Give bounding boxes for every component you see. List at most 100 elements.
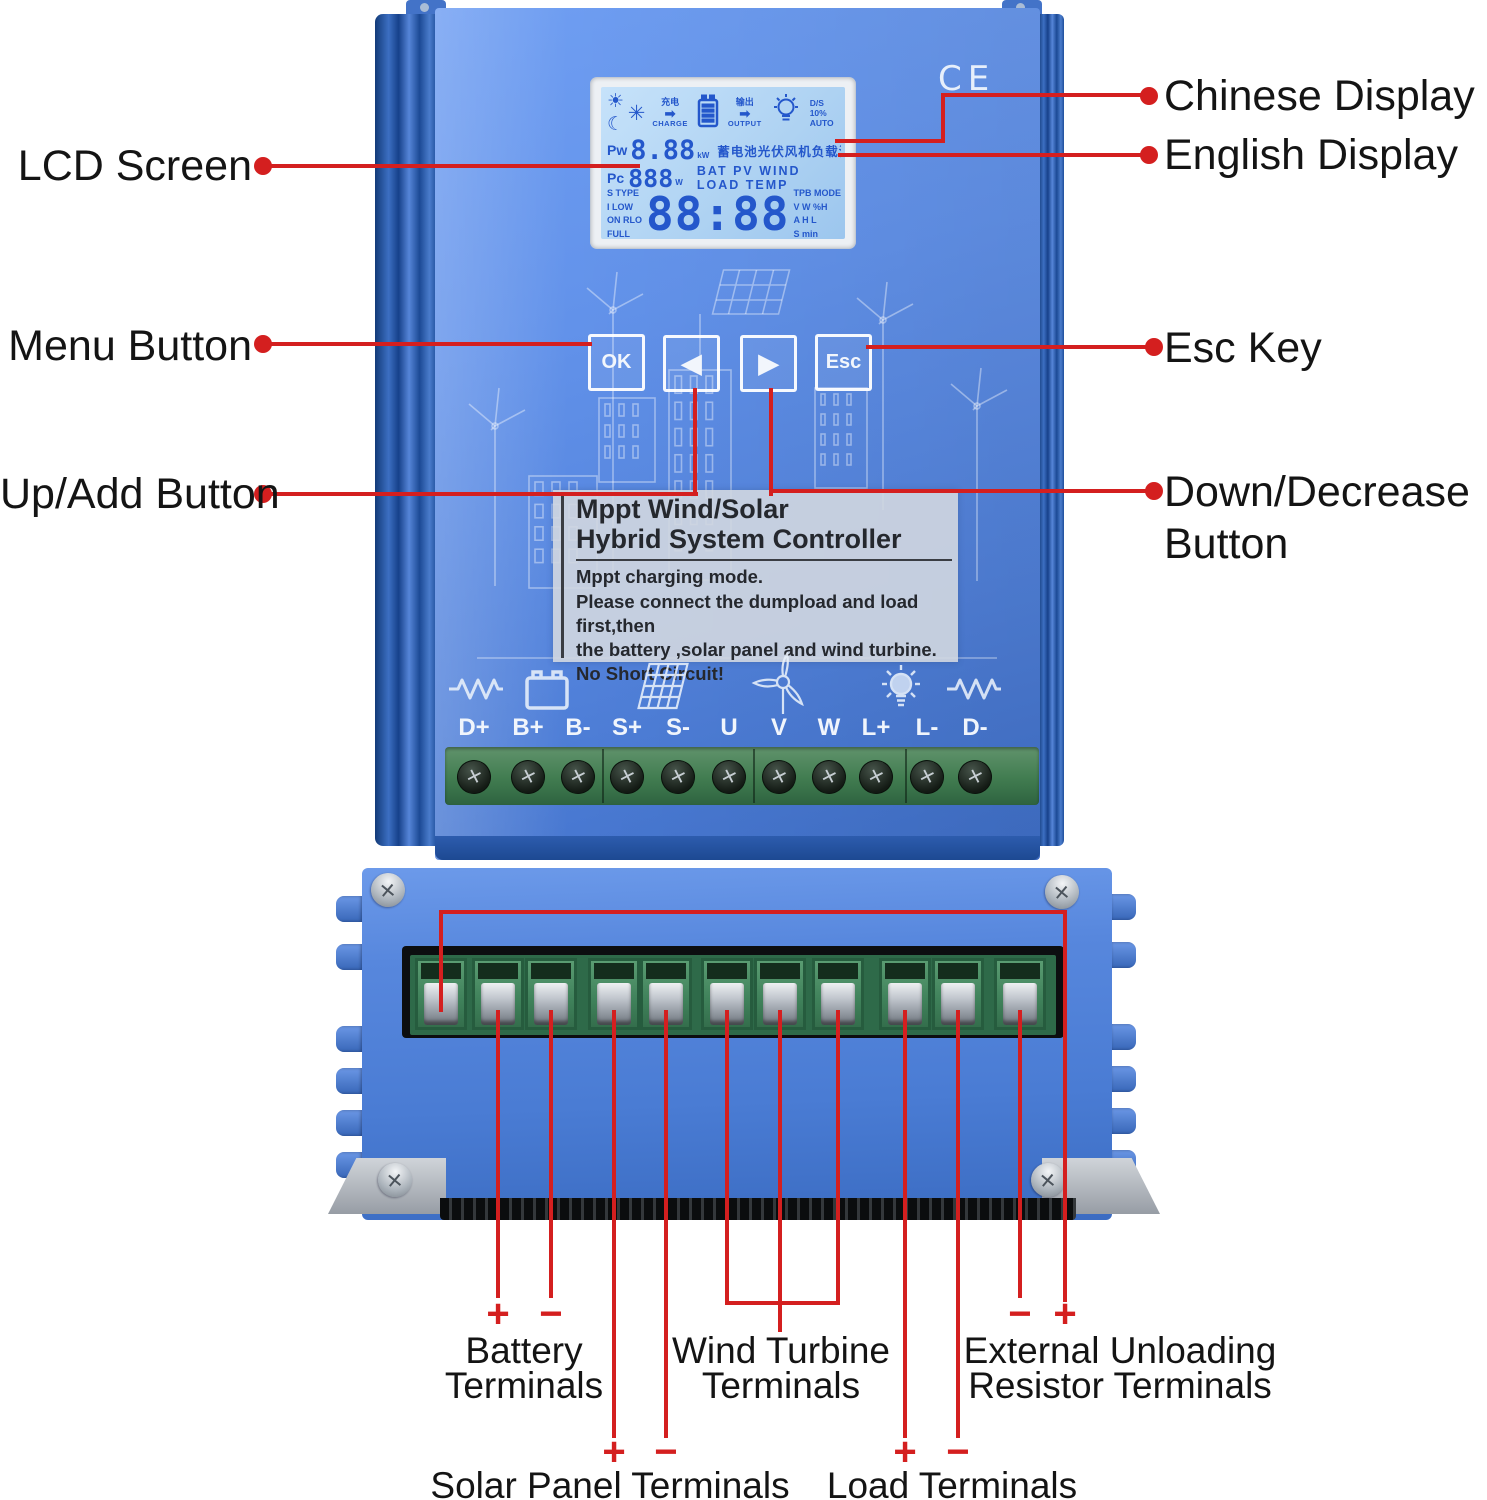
- label-battery-terminals-2: Terminals: [444, 1365, 604, 1406]
- label-chinese-display: Chinese Display: [1164, 72, 1475, 120]
- heatsink-fins-left: [375, 14, 437, 846]
- output-indicator: 输出 ➡ OUTPUT: [727, 97, 762, 129]
- heatsink-fins-right: [1038, 14, 1064, 846]
- wind-turbine-icon: [750, 650, 816, 723]
- annotation-dot: [254, 485, 272, 503]
- pw-value: 8.88: [630, 134, 696, 166]
- annotation-line: [439, 910, 1067, 914]
- heatsink-fin: [1108, 1108, 1136, 1134]
- label-down-decrease: Down/Decrease: [1164, 468, 1470, 516]
- label-wind-terminals-2: Terminals: [701, 1365, 861, 1406]
- annotation-line: [769, 388, 773, 496]
- annotation-line: [725, 1301, 840, 1305]
- polarity-minus: −: [654, 1430, 678, 1474]
- lcd-status-column: D/S 10% AUTO: [809, 98, 834, 128]
- terminal-label: D-: [962, 714, 988, 741]
- terminal-label: S+: [611, 714, 643, 741]
- heatsink-fin: [336, 1026, 364, 1052]
- right-arrow-button[interactable]: ▶: [740, 335, 797, 392]
- label-esc-key: Esc Key: [1164, 324, 1322, 372]
- heatsink-fin: [336, 1110, 364, 1136]
- lcd-screen: ☀☾ ✳ 充电 ➡ CHARGE 输出 ➡ OUTPUT: [591, 78, 855, 248]
- terminal-label: B+: [512, 714, 544, 741]
- heatsink-fin: [1108, 1024, 1136, 1050]
- left-arrow-button[interactable]: ◀: [663, 335, 720, 392]
- annotation-dot: [1140, 146, 1158, 164]
- label-down-decrease-2: Button: [1164, 520, 1289, 568]
- battery-icon: [518, 666, 576, 719]
- annotation-line: [1018, 1010, 1022, 1298]
- annotation-line: [693, 388, 697, 496]
- label-external-terminals: External Unloading: [963, 1330, 1277, 1371]
- heatsink-fin: [336, 896, 364, 922]
- plate-title-line1: Mppt Wind/Solar: [576, 494, 789, 524]
- annotation-line: [836, 1010, 840, 1305]
- annotation-line: [549, 1010, 553, 1298]
- lcd-icon-row: ☀☾ ✳ 充电 ➡ CHARGE 输出 ➡ OUTPUT: [607, 91, 841, 135]
- resistor-icon: [945, 676, 1003, 707]
- ce-mark: CE: [938, 59, 996, 99]
- polarity-minus: −: [946, 1430, 970, 1474]
- terminal-strip-divider: [602, 749, 604, 803]
- polarity-plus: +: [486, 1292, 510, 1336]
- terminal-label: S-: [666, 714, 690, 741]
- lcd-english-row: BAT PV WIND LOAD TEMP: [696, 164, 801, 192]
- label-lcd-screen: LCD Screen: [17, 142, 252, 190]
- lcd-clock: 88:88: [646, 187, 790, 239]
- ok-button[interactable]: OK: [588, 334, 645, 391]
- divider: [576, 559, 952, 562]
- annotation-line: [903, 1010, 907, 1438]
- bulb-icon: [874, 662, 928, 721]
- terminal-cell[interactable]: [472, 958, 524, 1030]
- polarity-plus: +: [1053, 1292, 1077, 1336]
- terminal-opening: [885, 963, 925, 979]
- solar-panel-icon: [631, 658, 689, 721]
- annotation-dot: [254, 157, 272, 175]
- terminal-opening: [646, 963, 686, 979]
- label-english-display: English Display: [1164, 131, 1458, 179]
- annotation-line: [838, 153, 1152, 157]
- terminal-opening: [594, 963, 634, 979]
- label-plate: Mppt Wind/Solar Hybrid System Controller…: [553, 490, 958, 684]
- arrow-right-icon: ➡: [664, 106, 676, 122]
- charge-indicator: 充电 ➡ CHARGE: [652, 97, 688, 129]
- terminal-label: V: [770, 714, 788, 741]
- annotation-line: [263, 164, 640, 168]
- label-menu-button: Menu Button: [8, 322, 252, 370]
- terminal-opening: [760, 963, 800, 979]
- heatsink-fin: [1108, 942, 1136, 968]
- annotation-dot: [1145, 482, 1163, 500]
- screw-icon: [420, 3, 429, 12]
- front-panel-bottom-edge: [435, 836, 1040, 860]
- annotation-line: [941, 93, 1152, 97]
- terminal-opening: [1000, 963, 1040, 979]
- label-external-terminals-2: Resistor Terminals: [968, 1365, 1272, 1406]
- annotation-line: [769, 489, 1154, 493]
- sun-moon-icon: ☀☾: [607, 91, 624, 135]
- label-battery-terminals: Battery: [465, 1330, 583, 1371]
- annotation-dot: [1140, 87, 1158, 105]
- terminal-strip-divider: [905, 749, 907, 803]
- heatsink-fin: [336, 1068, 364, 1094]
- terminal-opening: [531, 963, 571, 979]
- polarity-minus: −: [1008, 1292, 1032, 1336]
- pc-value: 888: [628, 163, 674, 193]
- plate-body-line: the battery ,solar panel and wind turbin…: [576, 638, 937, 660]
- polarity-plus: +: [893, 1430, 917, 1474]
- annotation-line: [1063, 910, 1067, 1302]
- annotation-line: [664, 1010, 668, 1438]
- annotation-line: [956, 1010, 960, 1438]
- polarity-minus: −: [539, 1292, 563, 1336]
- terminal-opening: [818, 963, 858, 979]
- plate-body-line: Mppt charging mode.: [576, 566, 764, 588]
- terminal-label: W: [817, 714, 841, 741]
- esc-button[interactable]: Esc: [815, 334, 872, 391]
- terminal-cell[interactable]: [932, 958, 984, 1030]
- bulb-icon: [769, 92, 803, 135]
- heatsink-fin: [336, 944, 364, 970]
- heatsink-fin: [1108, 894, 1136, 920]
- heatsink-fin: [1108, 1066, 1136, 1092]
- plate-title-line2: Hybrid System Controller: [576, 524, 902, 555]
- terminal-opening: [938, 963, 978, 979]
